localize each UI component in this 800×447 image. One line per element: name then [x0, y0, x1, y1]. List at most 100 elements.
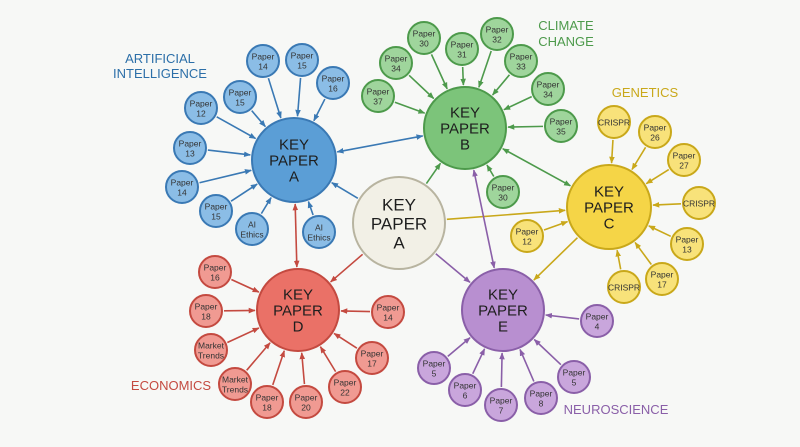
ai-satellite-2-label-line: 15 — [297, 61, 307, 71]
neuroscience-satellite-3-circle — [524, 381, 558, 415]
ai-satellite-8-label-line: Paper — [205, 202, 228, 212]
climate-satellite-7-edge — [503, 95, 533, 111]
climate-satellite-5-label-line: Paper — [510, 52, 533, 62]
genetics-category-label: GENETICS — [612, 85, 679, 100]
neuroscience-satellite-2-label-line: 5 — [572, 378, 577, 388]
ai-satellite-1-label-line: Paper — [252, 52, 275, 62]
genetics-satellite-7[interactable]: CRISPR — [607, 270, 641, 304]
neuroscience-satellite-6-label-line: Paper — [423, 359, 446, 369]
ai-satellite-4-label-line: 15 — [235, 98, 245, 108]
neuroscience-satellite-6-edge — [447, 337, 471, 358]
climate-satellite-1-label-line: 30 — [419, 39, 429, 49]
neuroscience-satellite-6-label-line: 5 — [432, 369, 437, 379]
genetics-satellite-1[interactable]: CRISPR — [597, 105, 631, 139]
category-label-line: NEUROSCIENCE — [564, 402, 669, 417]
genetics-satellite-5-circle — [670, 227, 704, 261]
key-paper-a-ai-label-line: A — [289, 169, 299, 186]
climate-satellite-7-label-line: 34 — [543, 90, 553, 100]
category-label-line: ARTIFICIAL — [125, 51, 195, 66]
climate-satellite-2-label-line: 31 — [457, 50, 467, 60]
climate-satellite-8-label-line: 35 — [556, 127, 566, 137]
economics-satellite-4-label-line: Trends — [222, 385, 248, 395]
economics-satellite-2-label-line: Paper — [195, 302, 218, 312]
climate-satellite-4-circle — [379, 46, 413, 80]
genetics-satellite-8-edge — [543, 220, 569, 231]
key-paper-e-neuroscience-label-line: PAPER — [478, 303, 528, 320]
category-label-line: ECONOMICS — [131, 378, 212, 393]
ai-satellite-9-circle — [235, 212, 269, 246]
neuroscience-satellite-1-label-line: Paper — [586, 312, 609, 322]
climate-satellite-9-label-line: 30 — [498, 193, 508, 203]
neuroscience-satellite-2-label-line: Paper — [563, 368, 586, 378]
genetics-satellite-4[interactable]: CRISPR — [682, 186, 716, 220]
genetics-satellite-4-edge — [652, 201, 682, 208]
key-paper-c-genetics-circle — [566, 164, 652, 250]
ai-satellite-1-edge — [267, 77, 282, 119]
economics-satellite-6-edge — [299, 352, 306, 385]
key-b-to-key-c-edge — [502, 147, 572, 187]
genetics-satellite-2-circle — [638, 115, 672, 149]
genetics-satellite-5-label-line: Paper — [676, 235, 699, 245]
climate-satellite-1-edge — [430, 54, 448, 90]
neuroscience-satellite-2-edge — [533, 338, 562, 366]
ai-satellite-1-circle — [246, 44, 280, 78]
key-paper-e-neuroscience-label-line: E — [498, 319, 508, 336]
neuroscience-satellite-4-label-line: 7 — [499, 406, 504, 416]
genetics-satellite-3-edge — [645, 168, 670, 185]
key-paper-b-climate-label-line: PAPER — [440, 121, 490, 138]
climate-satellite-6-label-line: Paper — [367, 87, 390, 97]
genetics-satellite-6-edge — [634, 241, 652, 265]
